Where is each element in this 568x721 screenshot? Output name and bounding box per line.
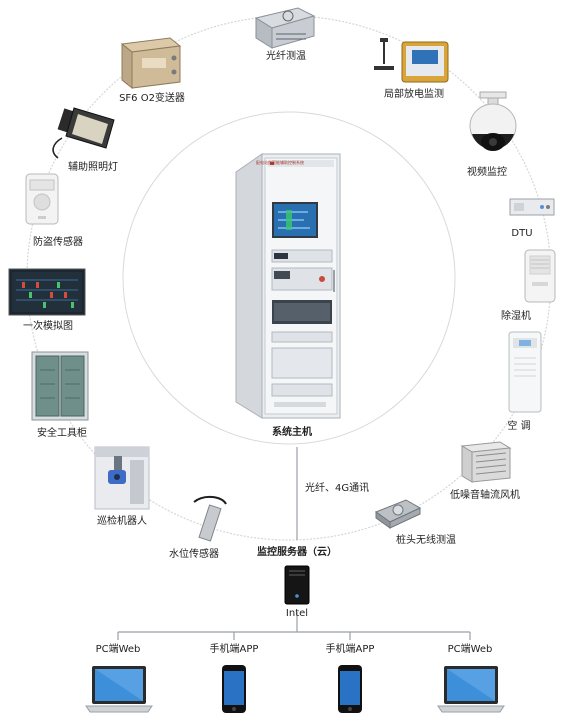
safety-tool-cabinet-icon bbox=[30, 350, 90, 422]
fiber-temp-label: 光纤测温 bbox=[266, 51, 306, 63]
partial-discharge-label: 局部放电监测 bbox=[384, 89, 444, 101]
sf6-transmitter-icon bbox=[118, 36, 182, 90]
dtu-label: DTU bbox=[511, 228, 532, 240]
client-3-label: 手机端APP bbox=[326, 644, 375, 656]
single-line-label: 一次模拟图 bbox=[23, 321, 73, 333]
laptop-icon bbox=[84, 664, 154, 714]
robot-label: 巡检机器人 bbox=[97, 516, 147, 528]
server-label: 监控服务器（云） bbox=[257, 547, 337, 559]
aux-light-label: 辅助照明灯 bbox=[68, 162, 118, 174]
cabinet-header-text: 配电站房智能辅助控制系统 bbox=[256, 160, 304, 165]
server-tower-icon bbox=[282, 564, 312, 606]
client-2-label: 手机端APP bbox=[210, 644, 259, 656]
burglar-label: 防盗传感器 bbox=[33, 237, 83, 249]
aux-light-icon bbox=[44, 104, 120, 160]
dehumidifier-icon bbox=[522, 248, 558, 304]
link-label: 光纤、4G通讯 bbox=[305, 483, 369, 495]
dtu-icon bbox=[508, 196, 556, 218]
water-level-label: 水位传感器 bbox=[169, 549, 219, 561]
dehumidifier-label: 除湿机 bbox=[501, 311, 531, 323]
sf6-label: SF6 O2变送器 bbox=[119, 93, 185, 105]
burglar-sensor-icon bbox=[22, 172, 64, 228]
client-4-label: PC端Web bbox=[448, 644, 493, 656]
fiber-temp-device-icon bbox=[252, 4, 316, 50]
system-host-label: 系统主机 bbox=[272, 427, 312, 439]
water-level-sensor-icon bbox=[188, 494, 232, 544]
video-camera-icon bbox=[464, 90, 522, 166]
video-label: 视频监控 bbox=[467, 167, 507, 179]
inspection-robot-icon bbox=[94, 446, 150, 510]
fan-label: 低噪音轴流风机 bbox=[450, 490, 520, 502]
axial-fan-icon bbox=[460, 440, 512, 484]
phone-icon bbox=[218, 664, 250, 714]
partial-discharge-icon bbox=[370, 36, 452, 88]
phone-icon bbox=[334, 664, 366, 714]
pile-temp-label: 桩头无线测温 bbox=[396, 535, 456, 547]
aircon-label: 空 调 bbox=[507, 421, 530, 433]
laptop-icon bbox=[436, 664, 506, 714]
client-1-label: PC端Web bbox=[96, 644, 141, 656]
single-line-display-icon bbox=[8, 268, 86, 316]
server-cpu-label: Intel bbox=[286, 608, 308, 620]
air-conditioner-icon bbox=[506, 330, 544, 414]
pile-wireless-temp-icon bbox=[372, 496, 424, 530]
tool-cabinet-label: 安全工具柜 bbox=[37, 428, 87, 440]
system-host-cabinet bbox=[234, 150, 344, 422]
